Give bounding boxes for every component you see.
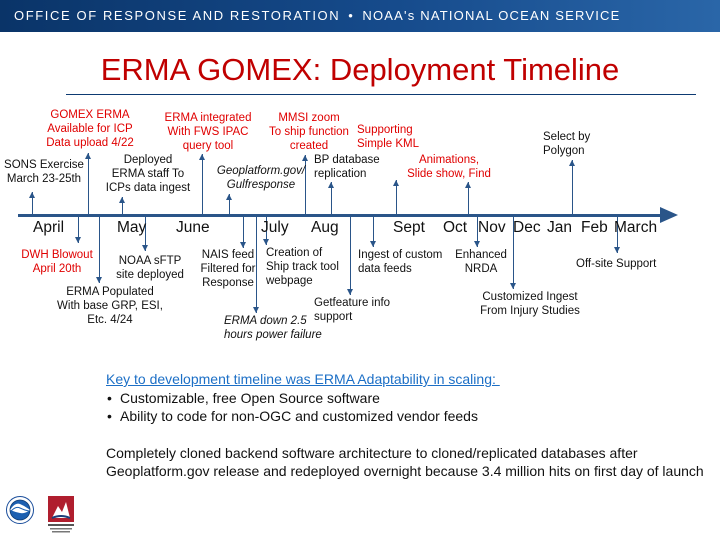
month-may: May xyxy=(117,219,147,236)
banner-org-primary: OFFICE OF RESPONSE AND RESTORATION xyxy=(14,8,341,23)
key-paragraph: Completely cloned backend software archi… xyxy=(106,444,704,480)
month-sept: Sept xyxy=(393,219,425,236)
tick-ship-track xyxy=(263,217,269,245)
month-jan: Jan xyxy=(547,219,572,236)
key-bullet: Customizable, free Open Source software xyxy=(106,389,706,408)
event-offsite-support: Off-site Support xyxy=(576,258,657,270)
event-noaa-sftp: NOAA sFTP site deployed xyxy=(116,255,184,281)
month-july: July xyxy=(261,219,289,236)
tick-dwh-blowout xyxy=(75,217,81,243)
key-section: Key to development timeline was ERMA Ada… xyxy=(106,370,706,481)
month-nov: Nov xyxy=(478,219,506,236)
key-heading: Key to development timeline was ERMA Ada… xyxy=(106,371,500,387)
event-sons-exercise: SONS Exercise March 23-25th xyxy=(4,159,84,185)
tick-gomex-erma xyxy=(85,153,91,214)
event-animations: Animations, Slide show, Find xyxy=(407,154,491,180)
event-bp-database: BP database replication xyxy=(314,154,380,180)
event-deployed-icps: Deployed ERMA staff To ICPs data ingest xyxy=(105,154,191,194)
tick-simple-kml xyxy=(393,180,399,214)
tick-nrda xyxy=(474,217,480,247)
tick-fws-ipac xyxy=(199,154,205,214)
noaa-logo xyxy=(6,496,34,524)
event-simple-kml: Supporting Simple KML xyxy=(357,124,419,150)
tick-deployed-icps xyxy=(119,197,125,214)
timeline-axis xyxy=(18,214,664,217)
month-dec: Dec xyxy=(513,219,541,236)
event-select-polygon: Select by Polygon xyxy=(543,131,591,157)
month-oct: Oct xyxy=(443,219,468,236)
tick-erma-down xyxy=(253,217,259,313)
event-custom-feeds: Ingest of custom data feeds xyxy=(358,249,443,275)
event-ship-track: Creation of Ship track tool webpage xyxy=(266,247,339,287)
noaa-logo-icon xyxy=(6,496,34,524)
tick-customized-ingest xyxy=(510,217,516,289)
tick-getfeature xyxy=(347,217,353,295)
tick-sons-exercise xyxy=(29,192,35,214)
event-dwh-blowout: DWH Blowout April 20th xyxy=(21,249,93,275)
banner-separator: • xyxy=(348,8,355,23)
event-nais-feed: NAIS feed Filtered for Response xyxy=(200,249,256,289)
title-rule xyxy=(66,94,696,95)
banner-org-secondary: NOAA's NATIONAL OCEAN SERVICE xyxy=(362,8,621,23)
banner-text: OFFICE OF RESPONSE AND RESTORATION • NOAA'… xyxy=(14,8,620,23)
event-fws-ipac: ERMA integrated With FWS IPAC query tool xyxy=(164,112,252,152)
key-bullets: Customizable, free Open Source software … xyxy=(106,389,706,426)
tick-select-polygon xyxy=(569,160,575,214)
tick-geoplatform xyxy=(226,194,232,214)
tick-offsite-support xyxy=(614,217,620,253)
event-getfeature: Getfeature info support xyxy=(314,297,391,323)
month-feb: Feb xyxy=(581,219,608,236)
tick-bp-database xyxy=(328,182,334,214)
event-erma-down: ERMA down 2.5 hours power failure xyxy=(224,315,322,341)
tick-mmsi-zoom xyxy=(302,155,308,214)
crrc-logo-icon xyxy=(48,496,74,533)
event-mmsi-zoom: MMSI zoom To ship function created xyxy=(269,112,349,152)
event-customized-ingest: Customized Ingest From Injury Studies xyxy=(480,291,580,317)
slide-title: ERMA GOMEX: Deployment Timeline xyxy=(100,52,620,87)
tick-noaa-sftp xyxy=(142,217,148,251)
event-nrda: Enhanced NRDA xyxy=(455,249,507,275)
tick-erma-populated xyxy=(96,217,102,283)
month-march: March xyxy=(614,219,658,236)
event-gomex-erma: GOMEX ERMA Available for ICP Data upload… xyxy=(46,109,134,149)
timeline-arrowhead xyxy=(660,207,678,223)
month-june: June xyxy=(176,219,210,236)
crrc-logo xyxy=(46,494,76,534)
event-geoplatform: Geoplatform.gov/ Gulfresponse xyxy=(216,165,306,191)
header-banner: OFFICE OF RESPONSE AND RESTORATION • NOAA'… xyxy=(0,0,720,32)
month-april: April xyxy=(33,219,65,236)
tick-custom-feeds xyxy=(370,217,376,247)
key-bullet: Ability to code for non-OGC and customiz… xyxy=(106,407,706,426)
month-aug: Aug xyxy=(311,219,339,236)
event-erma-populated: ERMA Populated With base GRP, ESI, Etc. … xyxy=(57,286,163,326)
tick-animations xyxy=(465,182,471,214)
tick-nais-feed xyxy=(240,217,246,248)
